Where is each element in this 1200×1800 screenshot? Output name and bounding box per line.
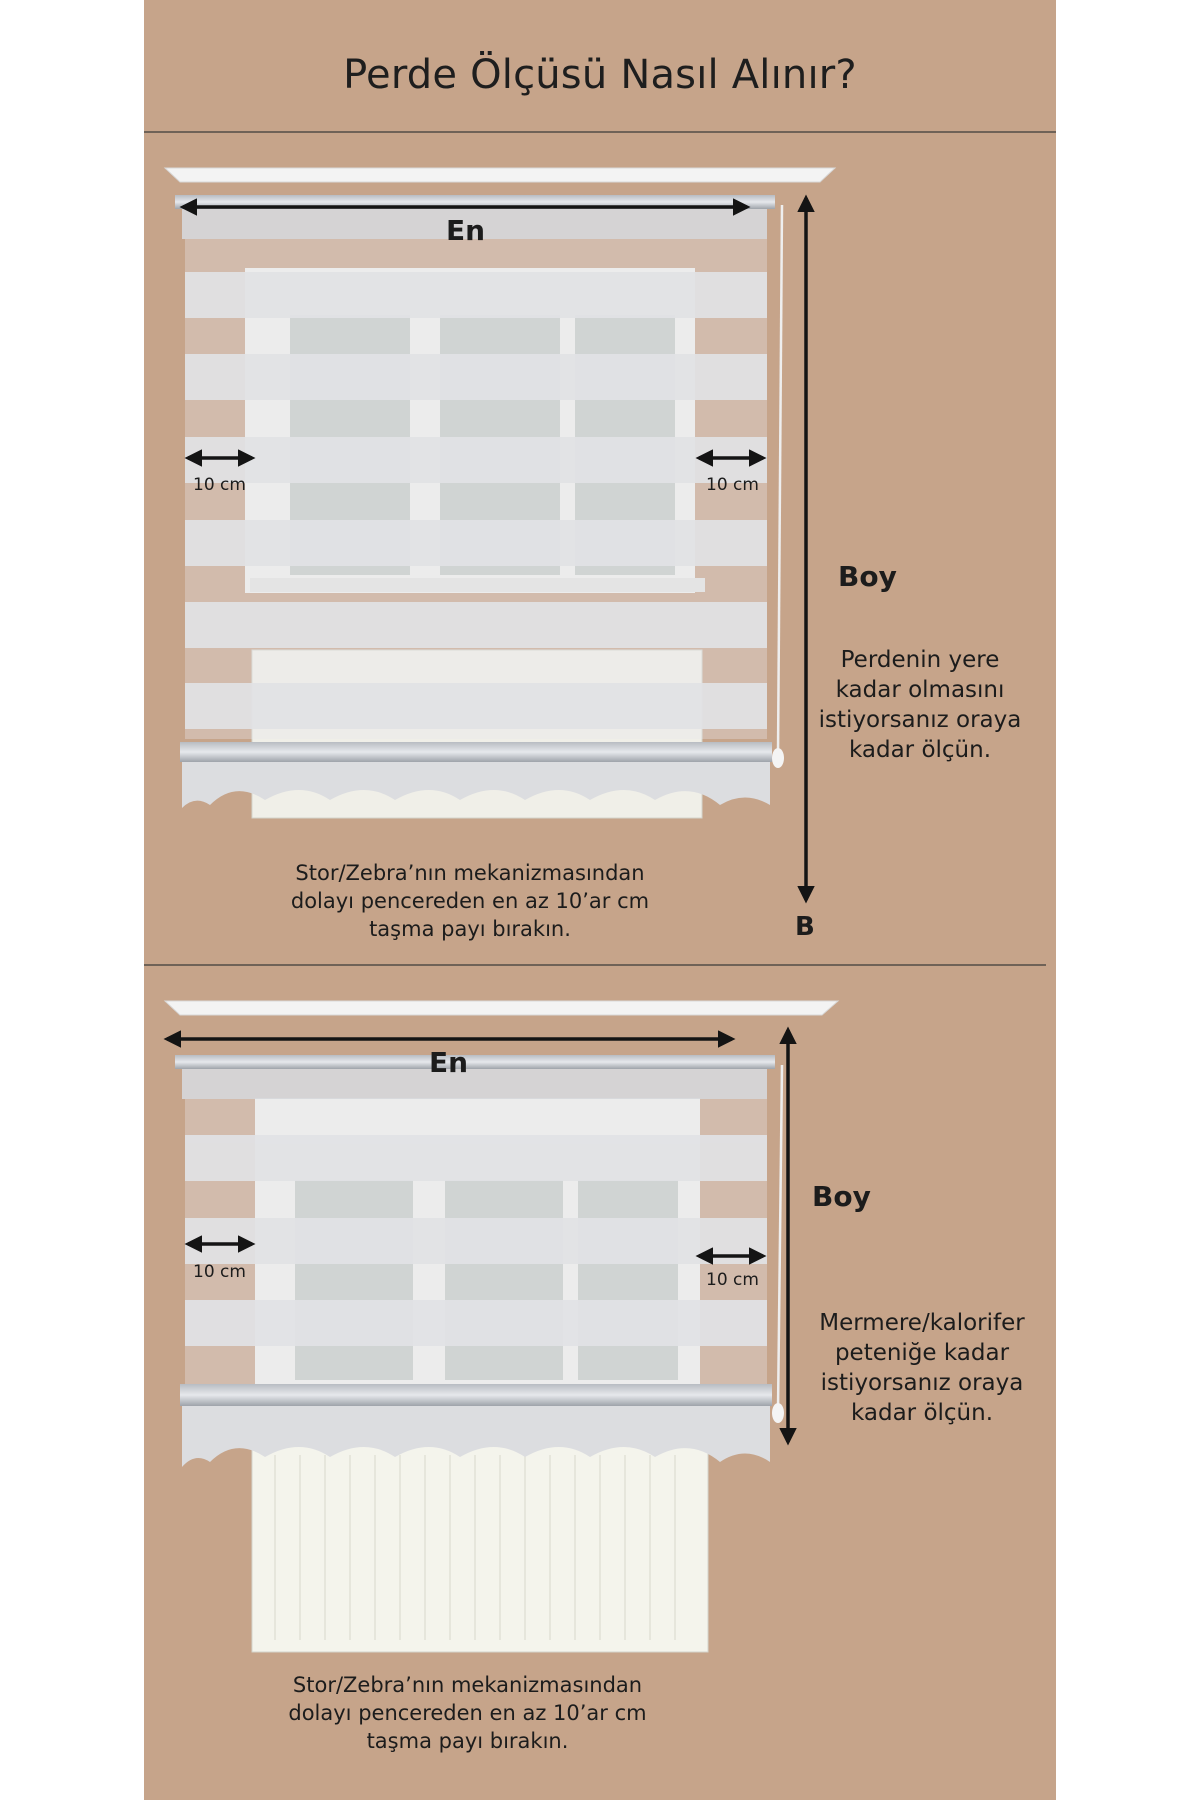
right-margin-label: 10 cm [706,1270,759,1290]
top-shelf [163,1000,840,1016]
side-note: Mermere/kalorifer peteniğe kadar istiyor… [808,1308,1036,1428]
top-shelf [163,167,837,183]
section-2-illustration [163,1000,840,1653]
bottom-note-line: Stor/Zebra’nın mekanizmasından [295,861,645,885]
bottom-note-line: taşma payı bırakın. [369,917,571,941]
pull-chain [776,1064,784,1411]
scalloped-valance [182,1406,770,1467]
side-note-line: Perdenin yere [840,647,1000,673]
bottom-note: Stor/Zebra’nın mekanizmasından dolayı pe… [280,859,660,943]
bottom-note-line: dolayı pencereden en az 10’ar cm [290,889,650,913]
window-glass [295,1180,413,1380]
side-note-line: kadar olmasını [835,677,1005,703]
scalloped-valance [182,762,770,808]
blind-sheer [185,1099,767,1384]
bottom-rail [180,742,772,762]
radiator [251,1439,709,1653]
left-margin-label: 10 cm [193,1262,246,1282]
bottom-note-line: dolayı pencereden en az 10’ar cm [288,1701,647,1725]
bottom-note-line: taşma payı bırakın. [366,1729,569,1753]
side-note-line: Mermere/kalorifer [819,1310,1025,1336]
window-sill [250,578,705,592]
side-note-line: peteniğe kadar [834,1340,1010,1366]
chain-weight [772,1403,784,1423]
pull-chain [776,204,784,756]
height-label: Boy [838,560,897,593]
head-rail [175,1055,775,1069]
height-label: Boy [812,1180,871,1213]
side-note-line: istiyorsanız oraya [818,707,1022,733]
bottom-rail [180,1384,772,1406]
left-margin-label: 10 cm [193,475,246,495]
bottom-note: Stor/Zebra’nın mekanizmasından dolayı pe… [275,1671,660,1755]
window-glass [578,1180,678,1380]
width-label: En [446,214,486,247]
section-1-illustration [163,167,837,819]
width-label: En [429,1046,469,1079]
chain-weight [772,748,784,768]
height-end-label: B [795,912,815,942]
bottom-note-line: Stor/Zebra’nın mekanizmasından [292,1673,643,1697]
side-note-line: kadar ölçün. [850,1400,994,1426]
window-glass [445,1180,563,1380]
page-title: Perde Ölçüsü Nasıl Alınır? [343,52,857,98]
blind-sheer [185,239,767,739]
blind-stripes [185,272,767,729]
side-note-line: kadar ölçün. [848,737,992,763]
blind-stripes [185,1135,767,1346]
side-note: Perdenin yere kadar olmasını istiyorsanı… [810,645,1030,765]
side-note-line: istiyorsanız oraya [820,1370,1024,1396]
cassette [182,1069,767,1099]
arrows [163,194,815,1446]
radiator-fins [274,1455,676,1640]
right-margin-label: 10 cm [706,475,759,495]
